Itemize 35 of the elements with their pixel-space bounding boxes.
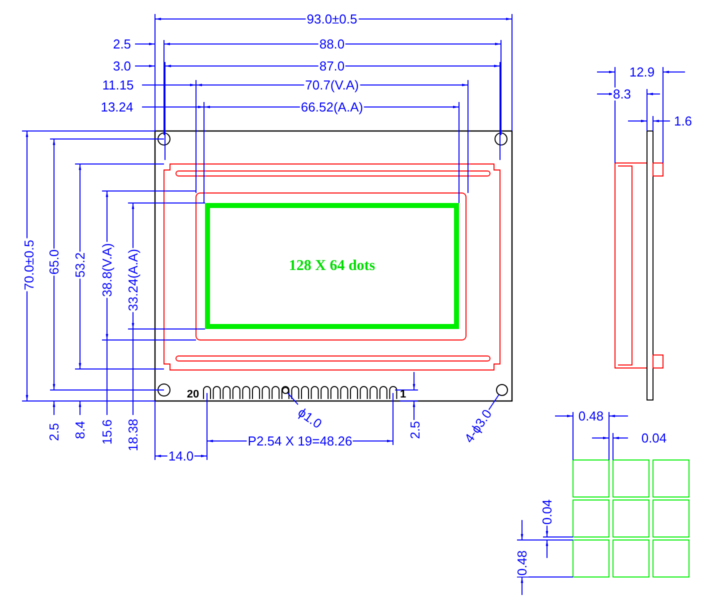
dimension-value: 87.0 xyxy=(318,60,346,72)
dimension-value: 93.0±0.5 xyxy=(306,12,358,26)
dimension-value: 0.48 xyxy=(516,549,528,577)
dimension-value: 8.3 xyxy=(612,88,632,100)
dimension-value: 3.0 xyxy=(112,60,132,72)
dimension-value: 66.52(A.A) xyxy=(300,100,364,114)
dimension-value: 70.0±0.5 xyxy=(22,238,36,292)
leader-line xyxy=(487,394,500,412)
dimension-value: 70.7(V.A) xyxy=(304,78,360,92)
leader-line xyxy=(286,392,298,406)
dimension-value: 12.9 xyxy=(628,66,656,78)
dimension-value: 0.04 xyxy=(640,432,668,444)
dimension-value: 1.6 xyxy=(672,114,694,128)
pin-number: 20 xyxy=(186,390,200,400)
dimension-value: 53.2 xyxy=(74,251,86,279)
dimension-value: 13.24 xyxy=(100,100,134,114)
dimension-value: 88.0 xyxy=(318,38,346,50)
dimension-value: 18.38 xyxy=(126,418,140,452)
dimension-value: 65.0 xyxy=(48,248,60,276)
dimension-value: 0.04 xyxy=(540,498,554,526)
dimension-value: 38.8(V.A) xyxy=(100,242,114,298)
active-area-box xyxy=(205,203,459,329)
dimension-value: 2.5 xyxy=(48,422,60,442)
pin-number: 1 xyxy=(398,390,408,400)
dimension-value: 15.6 xyxy=(100,418,114,446)
dimension-value: 14.0 xyxy=(167,450,195,462)
dimension-value: 2.5 xyxy=(408,420,422,440)
dimension-value: 8.4 xyxy=(74,420,86,440)
active-area-label: 128 X 64 dots xyxy=(288,258,376,274)
mounting-hole xyxy=(496,384,508,396)
dimension-value: 2.5 xyxy=(112,38,132,50)
dimension-value: P2.54 X 19=48.26 xyxy=(246,434,354,448)
dimension-value: 33.24(A.A) xyxy=(126,248,140,312)
dimension-value: 11.15 xyxy=(101,78,135,92)
dimension-value: 0.48 xyxy=(577,410,605,422)
